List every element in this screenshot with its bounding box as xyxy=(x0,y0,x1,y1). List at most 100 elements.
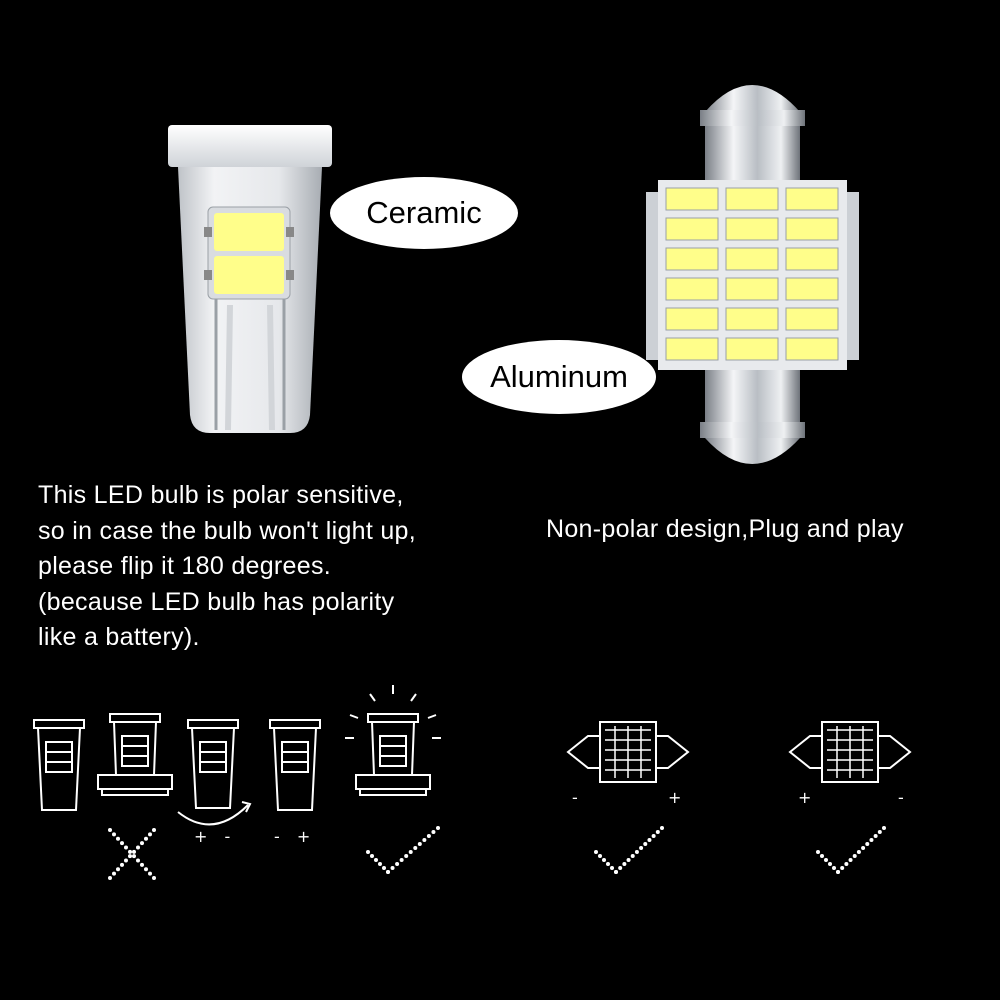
led-chip xyxy=(725,247,779,271)
dot xyxy=(882,826,886,830)
dot xyxy=(643,842,648,846)
polarity-mark-rotate: + - xyxy=(194,827,237,846)
dot xyxy=(869,838,874,842)
bulb-rotate-icon xyxy=(177,719,252,826)
festoon-a-left-sign: - xyxy=(572,788,578,807)
dot xyxy=(112,871,116,876)
festoon-outline-icon xyxy=(788,721,912,783)
dot xyxy=(144,836,148,841)
led-chip xyxy=(665,277,719,301)
polar-line: This LED bulb is polar sensitive, xyxy=(38,481,404,509)
led-chip xyxy=(725,217,779,241)
led-chip xyxy=(665,307,719,331)
dot xyxy=(148,832,152,837)
led-chip xyxy=(785,337,839,361)
dot xyxy=(422,838,427,842)
dot xyxy=(832,866,836,870)
led-chip xyxy=(785,277,839,301)
dot xyxy=(378,862,382,866)
dot xyxy=(634,850,639,854)
dot xyxy=(144,867,148,872)
dot xyxy=(128,849,132,854)
t10-ceramic-bulb-image xyxy=(168,125,332,433)
dot xyxy=(844,862,849,866)
dot xyxy=(386,870,390,874)
dot xyxy=(417,842,422,846)
dot xyxy=(404,854,409,858)
dot xyxy=(602,858,606,862)
led-chip xyxy=(665,247,719,271)
festoon-polarity-diagrams xyxy=(566,721,912,874)
dot xyxy=(614,870,618,874)
dot xyxy=(856,850,861,854)
polar-line: like a battery). xyxy=(38,623,200,651)
nonpolar-line: Non-polar design,Plug and play xyxy=(546,515,904,543)
dot xyxy=(374,858,378,862)
dot xyxy=(395,862,400,866)
dot xyxy=(120,841,124,846)
aluminum-label-text: Aluminum xyxy=(490,359,628,394)
bulb-outline-icon xyxy=(33,719,85,811)
polar-line: please flip it 180 degrees. xyxy=(38,552,332,580)
dot xyxy=(606,862,610,866)
dot xyxy=(382,866,386,870)
polar-line: so in case the bulb won't light up, xyxy=(38,516,417,545)
dot xyxy=(873,834,878,838)
festoon-outline-icon xyxy=(566,721,690,783)
dot xyxy=(136,858,140,863)
dot xyxy=(390,866,395,870)
dot xyxy=(120,862,124,867)
dot xyxy=(622,862,627,866)
dot xyxy=(828,862,832,866)
dot xyxy=(655,830,660,834)
nonpolar-description: Non-polar design,Plug and play xyxy=(546,512,904,548)
polar-line: (because LED bulb has polarity xyxy=(38,587,395,616)
dot xyxy=(431,830,436,834)
dot xyxy=(436,826,440,830)
bulb-flipped-icon xyxy=(269,719,321,811)
dot xyxy=(112,832,116,837)
dot xyxy=(132,849,136,854)
festoon-a-right-sign: + xyxy=(668,788,682,807)
check-icon xyxy=(366,826,440,874)
led-chip xyxy=(785,247,839,271)
led-chip xyxy=(725,307,779,331)
dot xyxy=(840,866,845,870)
led-chip xyxy=(785,307,839,331)
led-chip xyxy=(665,337,719,361)
cross-icon xyxy=(108,828,156,880)
check-icon xyxy=(816,826,886,874)
dot xyxy=(639,846,644,850)
ceramic-label-text: Ceramic xyxy=(366,195,482,230)
dot xyxy=(108,876,112,880)
bulb-in-socket-icon xyxy=(97,713,173,796)
dot xyxy=(399,858,404,862)
dot xyxy=(366,850,370,854)
dot xyxy=(660,826,664,830)
polar-description: This LED bulb is polar sensitive, so in … xyxy=(38,478,416,656)
dot xyxy=(820,854,824,858)
festoon-aluminum-bulb-image xyxy=(646,85,859,464)
bulb-lit-in-socket-icon xyxy=(345,685,441,796)
led-chip xyxy=(725,277,779,301)
dot xyxy=(148,871,152,876)
dot xyxy=(852,854,857,858)
dot xyxy=(132,854,136,859)
led-chip xyxy=(785,187,839,211)
t10-polarity-diagrams xyxy=(33,685,441,880)
dot xyxy=(408,850,413,854)
dot xyxy=(124,858,128,863)
led-chip xyxy=(785,217,839,241)
led-chip xyxy=(665,217,719,241)
dot xyxy=(124,845,128,850)
dot xyxy=(630,854,635,858)
led-chip xyxy=(725,337,779,361)
festoon-b-right-sign: - xyxy=(898,788,904,807)
dot xyxy=(598,854,602,858)
dot xyxy=(877,830,882,834)
dot xyxy=(413,846,418,850)
led-chip xyxy=(665,187,719,211)
dot xyxy=(647,838,652,842)
dot xyxy=(426,834,431,838)
dot xyxy=(861,846,866,850)
